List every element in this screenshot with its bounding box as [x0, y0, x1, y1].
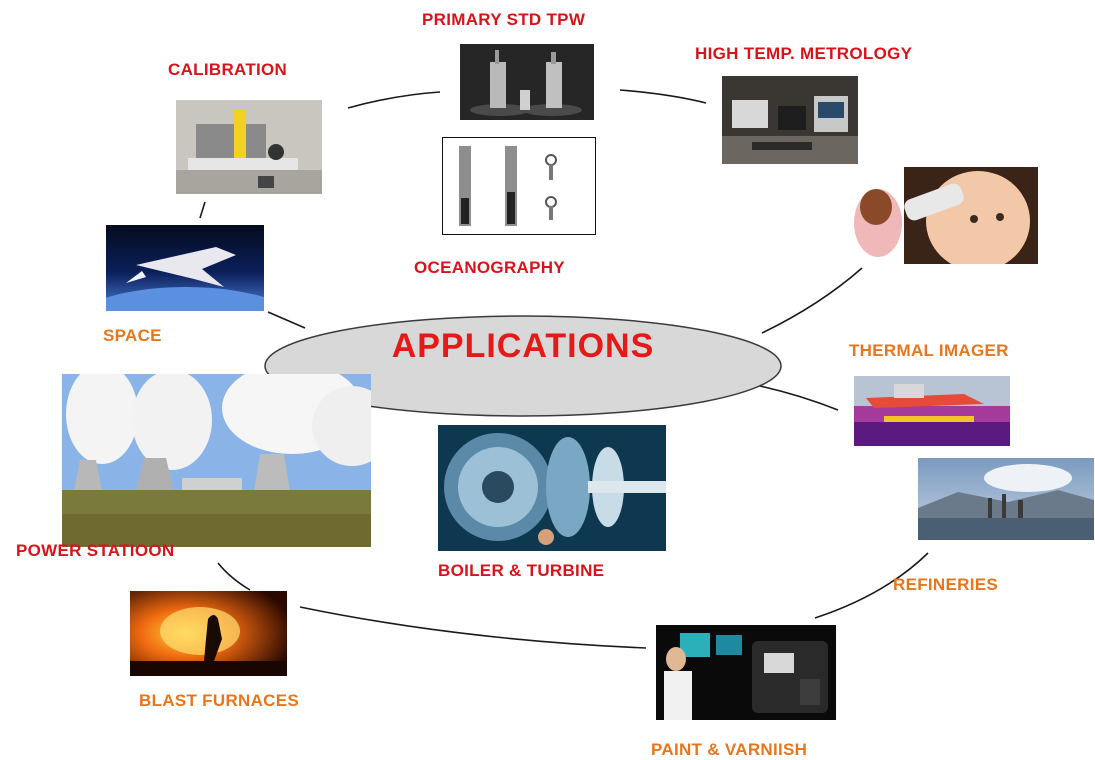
connector-center-thermal — [759, 385, 839, 411]
connector-refinery-paint — [814, 552, 929, 619]
connector-space-center — [267, 311, 306, 329]
label-refineries: REFINERIES — [893, 575, 999, 594]
center-title: APPLICATIONS — [391, 326, 655, 365]
calibration-image — [176, 100, 322, 194]
label-oceanography: OCEANOGRAPHY — [414, 258, 565, 277]
label-blast-furnaces: BLAST FURNACES — [139, 691, 300, 710]
boiler-turbine-image — [438, 425, 666, 551]
refineries-image — [918, 458, 1094, 540]
connector-calibration-tpw — [347, 91, 441, 109]
blast-furnaces-image — [130, 591, 287, 676]
label-high-temp-metrology: HIGH TEMP. METROLOGY — [695, 44, 913, 63]
power-station-image — [62, 374, 371, 547]
connector-baby-center — [761, 267, 863, 334]
ear-thermometer-image — [850, 167, 1038, 264]
oceanography-image — [442, 137, 596, 235]
label-calibration: CALIBRATION — [168, 60, 288, 79]
connector-calibration-space — [199, 201, 206, 219]
connector-tpw-metrology — [619, 89, 707, 104]
center-ellipse — [264, 315, 782, 417]
space-image — [106, 225, 264, 311]
label-power-station: POWER STATIOON — [16, 541, 175, 560]
label-thermal-imager: THERMAL IMAGER — [849, 341, 1009, 360]
paint-varnish-image — [656, 625, 836, 720]
thermal-imager-image — [854, 376, 1010, 446]
connector-paint-blast — [299, 606, 647, 649]
label-primary-std-tpw: PRIMARY STD TPW — [422, 10, 586, 29]
connector-power-blast — [217, 562, 251, 591]
label-boiler-turbine: BOILER & TURBINE — [438, 561, 605, 580]
label-space: SPACE — [103, 326, 162, 345]
primary-std-tpw-image — [460, 44, 594, 120]
high-temp-metrology-image — [722, 76, 858, 164]
label-paint-varnish: PAINT & VARNIISH — [651, 740, 808, 759]
